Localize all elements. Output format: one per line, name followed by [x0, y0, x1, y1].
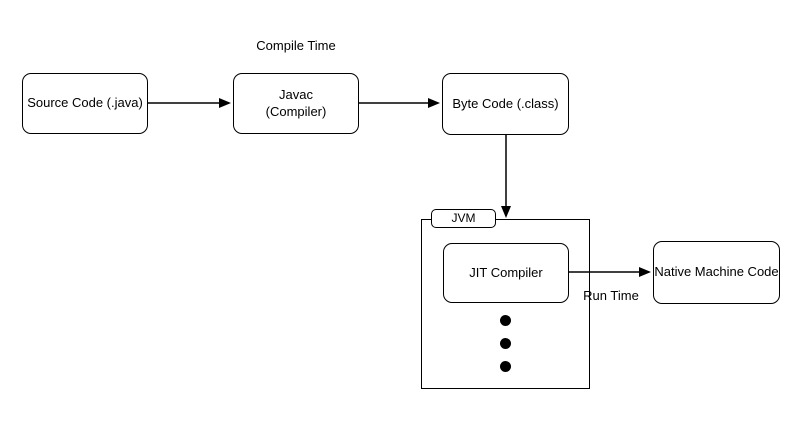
node-source-code: Source Code (.java)	[22, 73, 148, 134]
compile-time-label: Compile Time	[256, 38, 336, 53]
continuation-dot	[500, 315, 511, 326]
continuation-dot	[500, 361, 511, 372]
run-time-label: Run Time	[583, 288, 639, 303]
continuation-dot	[500, 338, 511, 349]
node-jit-compiler: JIT Compiler	[443, 243, 569, 303]
jvm-container-box	[421, 219, 590, 389]
node-javac-compiler: Javac (Compiler)	[233, 73, 359, 134]
node-native-machine-code: Native Machine Code	[653, 241, 780, 304]
node-byte-code: Byte Code (.class)	[442, 73, 569, 135]
jvm-label-tab: JVM	[431, 209, 496, 228]
